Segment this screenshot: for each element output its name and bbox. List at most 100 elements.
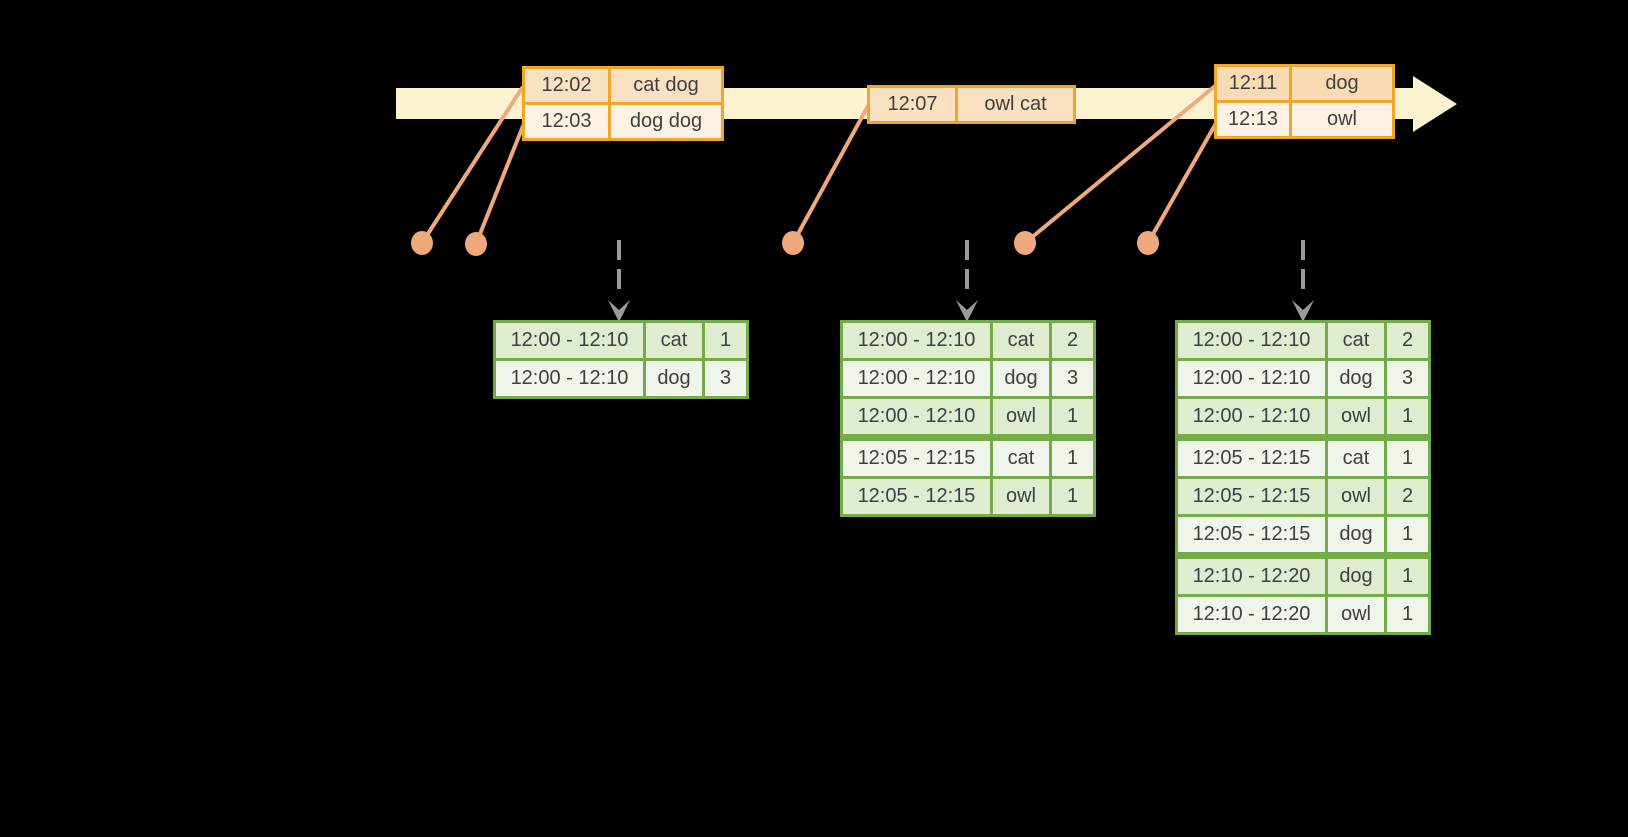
result-row: 12:00 - 12:10 dog 3 <box>496 358 746 396</box>
word-cell: dog <box>1328 559 1387 594</box>
event-time-cell: 12:13 <box>1217 103 1292 136</box>
count-cell: 1 <box>1401 603 1414 625</box>
window-cell: 12:00 - 12:10 <box>843 399 993 434</box>
event-connector-line <box>474 124 525 246</box>
result-row: 12:05 - 12:15 owl 2 <box>1178 476 1428 514</box>
event-dot <box>1137 231 1159 255</box>
event-connector-line <box>791 104 870 245</box>
result-row: 12:05 - 12:15 cat 1 <box>1178 441 1428 476</box>
window-group: 12:10 - 12:20 dog 1 12:10 - 12:20 owl 1 <box>1178 552 1428 632</box>
result-row: 12:00 - 12:10 owl 1 <box>843 396 1093 434</box>
window-cell: 12:00 - 12:10 <box>1178 361 1328 396</box>
word-cell: owl <box>1328 597 1387 632</box>
count-cell: 1 <box>1401 405 1414 427</box>
result-table-3: 12:00 - 12:10 cat 2 12:00 - 12:10 dog 3 … <box>1175 320 1431 635</box>
event-table-2: 12:07 owl cat <box>867 85 1076 124</box>
window-cell: 12:00 - 12:10 <box>1178 399 1328 434</box>
word-cell: dog <box>993 361 1052 396</box>
result-table-2: 12:00 - 12:10 cat 2 12:00 - 12:10 dog 3 … <box>840 320 1096 517</box>
result-row: 12:00 - 12:10 cat 2 <box>1178 323 1428 358</box>
window-cell: 12:05 - 12:15 <box>1178 479 1328 514</box>
count-cell: 3 <box>719 367 732 389</box>
event-dot <box>782 231 804 255</box>
trigger-arrows <box>608 240 1314 322</box>
word-cell: cat <box>993 323 1052 358</box>
word-cell: cat <box>1328 441 1387 476</box>
event-time-cell: 12:07 <box>870 88 958 121</box>
word-cell: owl <box>993 479 1052 514</box>
word-cell: dog <box>646 361 705 396</box>
event-time-cell: 12:02 <box>525 69 611 102</box>
result-row: 12:00 - 12:10 cat 1 <box>496 323 746 358</box>
event-words-cell: dog dog <box>629 110 703 132</box>
event-dot <box>465 232 487 256</box>
down-arrowhead-icon <box>608 300 630 322</box>
window-cell: 12:10 - 12:20 <box>1178 597 1328 632</box>
window-cell: 12:00 - 12:10 <box>1178 323 1328 358</box>
count-cell: 2 <box>1401 485 1414 507</box>
event-time-cell: 12:03 <box>525 105 611 138</box>
event-words-cell: cat dog <box>633 74 699 96</box>
result-row: 12:05 - 12:15 dog 1 <box>1178 514 1428 552</box>
word-cell: dog <box>1328 517 1387 552</box>
down-arrowhead-icon <box>1292 300 1314 322</box>
result-row: 12:00 - 12:10 dog 3 <box>1178 358 1428 396</box>
event-dot <box>411 231 433 255</box>
result-row: 12:00 - 12:10 owl 1 <box>1178 396 1428 434</box>
result-row: 12:05 - 12:15 owl 1 <box>843 476 1093 514</box>
window-cell: 12:00 - 12:10 <box>496 361 646 396</box>
event-row: 12:13 owl <box>1217 100 1392 136</box>
window-cell: 12:10 - 12:20 <box>1178 559 1328 594</box>
count-cell: 3 <box>1401 367 1414 389</box>
result-row: 12:05 - 12:15 cat 1 <box>843 441 1093 476</box>
window-group: 12:05 - 12:15 cat 1 12:05 - 12:15 owl 1 <box>843 434 1093 514</box>
word-cell: cat <box>646 323 705 358</box>
window-cell: 12:00 - 12:10 <box>496 323 646 358</box>
result-row: 12:00 - 12:10 dog 3 <box>843 358 1093 396</box>
down-arrowhead-icon <box>956 300 978 322</box>
window-cell: 12:05 - 12:15 <box>1178 517 1328 552</box>
word-cell: owl <box>993 399 1052 434</box>
word-cell: cat <box>993 441 1052 476</box>
window-group: 12:00 - 12:10 cat 2 12:00 - 12:10 dog 3 … <box>1178 323 1428 434</box>
word-cell: dog <box>1328 361 1387 396</box>
word-cell: cat <box>1328 323 1387 358</box>
event-connector-line <box>1146 123 1217 245</box>
result-row: 12:10 - 12:20 owl 1 <box>1178 594 1428 632</box>
window-group: 12:05 - 12:15 cat 1 12:05 - 12:15 owl 2 … <box>1178 434 1428 552</box>
event-table-3: 12:11 dog 12:13 owl <box>1214 64 1395 139</box>
window-group: 12:00 - 12:10 cat 2 12:00 - 12:10 dog 3 … <box>843 323 1093 434</box>
window-cell: 12:05 - 12:15 <box>843 479 993 514</box>
window-cell: 12:00 - 12:10 <box>843 323 993 358</box>
word-cell: owl <box>1328 479 1387 514</box>
result-row: 12:10 - 12:20 dog 1 <box>1178 559 1428 594</box>
count-cell: 2 <box>1066 329 1079 351</box>
count-cell: 1 <box>1066 447 1079 469</box>
event-time-cell: 12:11 <box>1217 67 1292 100</box>
event-row: 12:11 dog <box>1217 67 1392 100</box>
count-cell: 1 <box>1401 565 1414 587</box>
result-table-1: 12:00 - 12:10 cat 1 12:00 - 12:10 dog 3 <box>493 320 749 399</box>
word-cell: owl <box>1328 399 1387 434</box>
event-dot <box>1014 231 1036 255</box>
event-table-1: 12:02 cat dog 12:03 dog dog <box>522 66 724 141</box>
event-row: 12:02 cat dog <box>525 69 721 102</box>
window-cell: 12:05 - 12:15 <box>1178 441 1328 476</box>
count-cell: 1 <box>1401 523 1414 545</box>
window-group: 12:00 - 12:10 cat 1 12:00 - 12:10 dog 3 <box>496 323 746 396</box>
count-cell: 1 <box>1066 485 1079 507</box>
event-row: 12:03 dog dog <box>525 102 721 138</box>
count-cell: 1 <box>1401 447 1414 469</box>
event-words-cell: owl cat <box>984 93 1047 115</box>
count-cell: 1 <box>719 329 732 351</box>
count-cell: 2 <box>1401 329 1414 351</box>
count-cell: 1 <box>1066 405 1079 427</box>
window-cell: 12:00 - 12:10 <box>843 361 993 396</box>
count-cell: 3 <box>1066 367 1079 389</box>
event-words-cell: dog <box>1325 72 1359 94</box>
event-row: 12:07 owl cat <box>870 88 1073 121</box>
event-words-cell: owl <box>1326 108 1357 130</box>
timeline-right-arrowhead-icon <box>1413 76 1457 132</box>
result-row: 12:00 - 12:10 cat 2 <box>843 323 1093 358</box>
